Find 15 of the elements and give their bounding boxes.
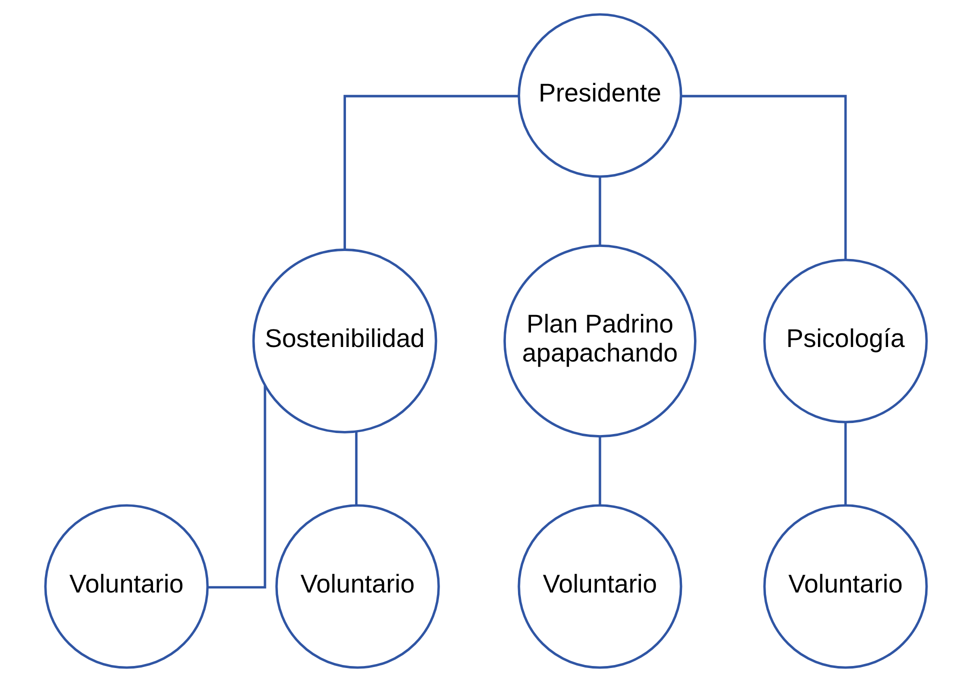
node-circle: Voluntario: [762, 504, 928, 669]
connector: [598, 176, 601, 246]
connector: [354, 432, 358, 506]
node-circle: Voluntario: [517, 504, 682, 669]
connector: [207, 386, 266, 588]
connector: [844, 422, 846, 506]
node-circle: Presidente: [517, 13, 682, 178]
node-circle: Plan Padrino apapachando: [502, 244, 696, 438]
node-circle: Voluntario: [274, 504, 440, 669]
node-circle: Voluntario: [44, 504, 208, 669]
node-circle: Psicología: [762, 258, 928, 424]
connector: [598, 436, 601, 506]
connector: [343, 94, 518, 250]
node-circle: Sostenibilidad: [252, 248, 437, 434]
connector: [680, 94, 846, 260]
